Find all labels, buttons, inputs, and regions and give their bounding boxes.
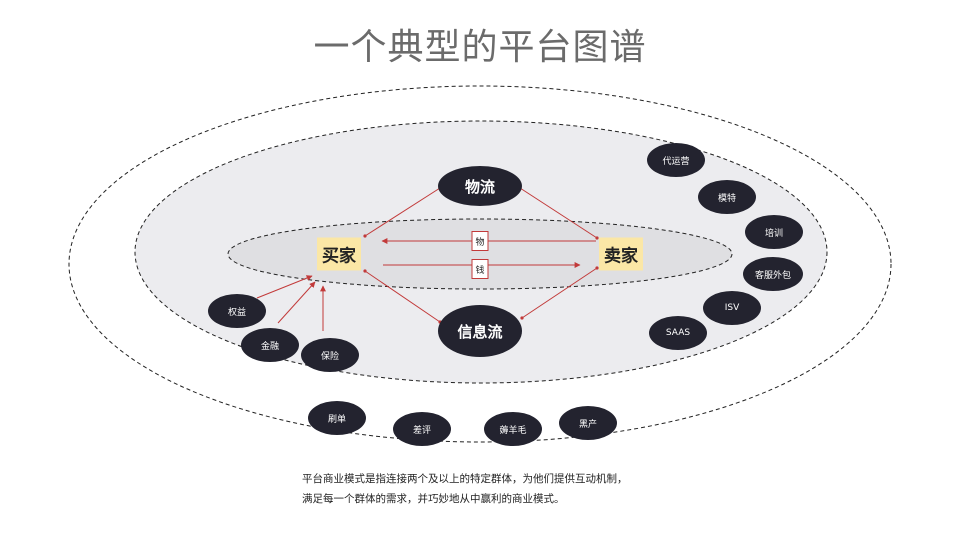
buyer-service-equity: 权益 [208, 294, 266, 328]
seller-service-agency-ops: 代运营 [647, 143, 705, 177]
information-flow-node: 信息流 [438, 305, 522, 357]
connector-buyer-logistics [363, 186, 442, 238]
seller-service-isv: ISV [703, 291, 761, 325]
connector-infoflow-seller [520, 266, 599, 320]
risk-coupon-abuse: 薅羊毛 [484, 412, 542, 446]
buyer-box: 买家 [317, 237, 361, 271]
arrow-equity-buyer [256, 275, 313, 299]
seller-service-saas: SAAS [649, 316, 707, 350]
risk-bad-reviews: 差评 [393, 412, 451, 446]
connector-buyer-infoflow [363, 269, 442, 324]
risk-black-industry: 黑产 [559, 406, 617, 440]
buyer-service-insurance: 保险 [301, 338, 359, 372]
outer-boundary [68, 85, 892, 443]
logistics-node: 物流 [438, 166, 522, 206]
description: 平台商业模式是指连接两个及以上的特定群体，为他们提供互动机制， 满足每一个群体的… [302, 469, 862, 509]
description-line-2: 满足每一个群体的需求，并巧妙地从中赢利的商业模式。 [302, 493, 565, 505]
core-ring [227, 218, 733, 290]
connector-logistics-seller [518, 186, 599, 240]
description-line-1: 平台商业模式是指连接两个及以上的特定群体，为他们提供互动机制， [302, 473, 628, 485]
money-label: 钱 [471, 259, 489, 279]
arrow-finance-buyer [277, 281, 316, 324]
risk-fake-orders: 刷单 [308, 401, 366, 435]
seller-service-models: 模特 [698, 180, 756, 214]
seller-service-cs-outsourcing: 客服外包 [743, 257, 803, 291]
seller-service-training: 培训 [745, 215, 803, 249]
buyer-service-finance: 金融 [241, 328, 299, 362]
page-title: 一个典型的平台图谱 [313, 27, 647, 68]
seller-box: 卖家 [599, 237, 643, 271]
goods-label: 物 [471, 231, 489, 251]
